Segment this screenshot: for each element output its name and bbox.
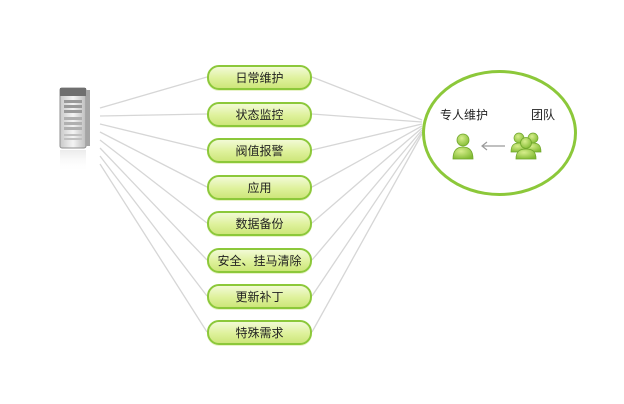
service-label: 状态监控	[235, 108, 284, 122]
connector-line	[311, 125, 423, 188]
server-connector-lines	[99, 76, 208, 333]
server-icon	[59, 87, 90, 172]
connector-line	[311, 127, 423, 224]
person-icon	[452, 133, 474, 160]
service-pill-application: 应用	[207, 175, 312, 200]
service-pill-status-monitoring: 状态监控	[207, 102, 312, 127]
connector-line	[99, 155, 208, 297]
service-pill-security-cleanup: 安全、挂马清除	[207, 248, 312, 273]
connector-line	[311, 129, 423, 261]
service-label: 数据备份	[235, 217, 284, 231]
connector-line	[99, 113, 208, 117]
connector-line	[311, 133, 423, 333]
service-label: 更新补丁	[235, 290, 284, 304]
connector-line	[311, 123, 423, 151]
service-pill-special-request: 特殊需求	[207, 320, 312, 345]
connector-line	[311, 131, 423, 297]
service-pill-data-backup: 数据备份	[207, 211, 312, 236]
connector-line	[99, 139, 208, 224]
connector-line	[311, 76, 423, 121]
team-label: 团队	[530, 108, 555, 122]
connector-line	[99, 123, 208, 151]
service-pill-threshold-alarm: 阀值报警	[207, 138, 312, 163]
service-pill-daily-maintenance: 日常维护	[207, 65, 312, 90]
service-label: 阀值报警	[235, 144, 284, 158]
arrow-left-icon	[481, 141, 505, 151]
connector-line	[311, 113, 423, 123]
service-label: 日常维护	[235, 71, 284, 85]
team-icon	[510, 132, 542, 160]
connector-line	[99, 76, 208, 109]
connector-line	[99, 163, 208, 333]
team-connector-lines	[311, 76, 423, 333]
support-team-circle	[422, 70, 577, 196]
connector-line	[99, 131, 208, 188]
service-label: 应用	[247, 181, 272, 195]
service-label: 安全、挂马清除	[217, 254, 302, 268]
connector-line	[99, 147, 208, 261]
service-pill-update-patch: 更新补丁	[207, 284, 312, 309]
service-label: 特殊需求	[235, 326, 284, 340]
expert-label: 专人维护	[440, 108, 489, 122]
